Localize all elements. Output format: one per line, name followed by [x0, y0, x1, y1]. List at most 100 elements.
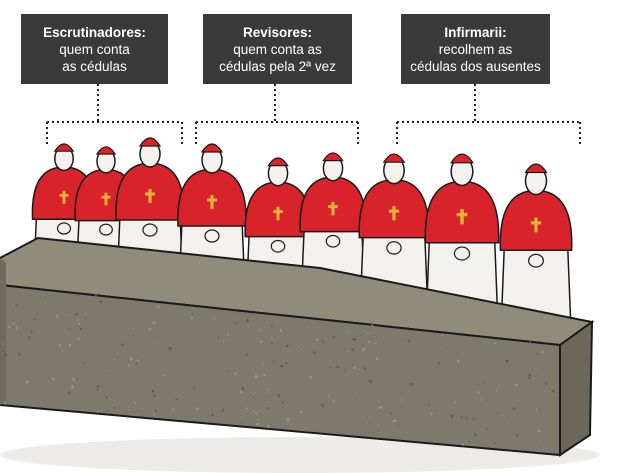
pectoral-cross-icon	[392, 206, 396, 221]
zucchetto-cap	[524, 163, 548, 174]
stone-speckle	[71, 385, 74, 389]
stone-speckle	[52, 377, 55, 381]
stone-speckle	[516, 434, 519, 437]
stone-speckle	[59, 344, 62, 347]
stone-speckle	[496, 412, 498, 414]
stone-speckle	[368, 422, 371, 424]
stone-speckle	[222, 339, 225, 342]
stone-speckle	[465, 417, 468, 420]
label-infirmarii-line1: recolhem as	[438, 41, 513, 57]
stone-speckle	[140, 356, 141, 358]
stone-speckle	[444, 409, 446, 411]
stone-speckle	[190, 316, 193, 319]
stone-speckle	[72, 378, 75, 381]
stone-speckle	[245, 318, 249, 322]
stone-speckle	[286, 418, 290, 422]
stone-speckle	[266, 396, 268, 398]
stone-speckle	[378, 430, 380, 432]
stone-speckle	[239, 390, 243, 393]
stone-speckle	[169, 347, 172, 350]
stone-speckle	[213, 317, 215, 320]
stone-speckle	[129, 357, 133, 361]
stone-speckle	[404, 364, 406, 365]
stone-speckle	[367, 340, 370, 343]
stone-speckle	[42, 315, 43, 317]
stone-speckle	[84, 313, 86, 315]
stone-speckle	[486, 427, 488, 430]
label-escrutinadores: Escrutinadores: quem conta as cédulas	[21, 14, 168, 84]
hands	[270, 239, 286, 253]
stone-speckle	[273, 360, 276, 363]
stone-speckle	[30, 329, 32, 332]
stone-speckle	[13, 326, 15, 328]
stone-speckle	[153, 321, 156, 324]
stone-speckle	[309, 376, 312, 379]
zucchetto-cap	[138, 137, 162, 147]
stone-speckle	[252, 396, 255, 399]
stone-speckle	[83, 362, 86, 364]
stone-speckle	[106, 409, 109, 411]
stone-speckle	[327, 394, 330, 397]
stone-speckle	[139, 388, 141, 390]
stone-speckle	[271, 342, 273, 344]
stone-speckle	[78, 323, 81, 326]
hands	[325, 234, 341, 248]
stone-speckle	[279, 329, 283, 332]
stone-speckle	[480, 399, 483, 401]
stone-speckle	[371, 324, 374, 327]
stone-speckle	[400, 399, 402, 401]
stone-speckle	[266, 425, 270, 428]
zucchetto-cap	[95, 146, 117, 155]
stone-speckle	[393, 328, 395, 330]
stone-speckle	[88, 364, 90, 366]
stone-speckle	[274, 378, 276, 380]
stone-speckle	[512, 407, 515, 410]
stone-speckle	[448, 378, 449, 380]
stone-speckle	[545, 343, 547, 345]
stone-speckle	[537, 429, 541, 433]
stone-speckle	[316, 338, 319, 342]
stone-speckle	[96, 299, 97, 301]
stone-speckle	[202, 335, 204, 337]
stone-speckle	[136, 360, 139, 363]
stone-speckle	[300, 413, 302, 415]
stone-speckle	[134, 402, 137, 405]
stone-speckle	[390, 412, 393, 415]
stone-speckle	[375, 357, 379, 360]
pectoral-cross-icon	[210, 195, 214, 209]
stone-speckle	[234, 372, 237, 375]
zucchetto-cap	[267, 157, 289, 167]
stone-speckle	[259, 340, 263, 344]
stone-speckle	[535, 398, 536, 400]
stone-speckle	[194, 378, 195, 380]
connector-infirmarii	[396, 84, 581, 145]
stone-speckle	[398, 425, 400, 427]
stone-speckle	[44, 302, 46, 304]
stone-speckle	[286, 344, 289, 348]
hands	[99, 223, 113, 236]
table-texture	[2, 293, 555, 453]
stone-speckle	[234, 322, 237, 325]
stone-speckle	[106, 331, 107, 333]
stone-speckle	[10, 315, 11, 316]
stone-speckle	[257, 338, 259, 340]
stone-speckle	[226, 334, 229, 336]
stone-speckle	[38, 331, 40, 333]
label-revisores: Revisores: quem conta as cédulas pela 2ª…	[203, 14, 352, 84]
stone-speckle	[348, 331, 351, 333]
stone-speckle	[148, 327, 151, 330]
stone-speckle	[378, 406, 382, 409]
stone-speckle	[184, 363, 186, 365]
stone-speckle	[494, 442, 496, 445]
stone-speckle	[528, 376, 531, 380]
stone-speckle	[430, 412, 433, 415]
stone-speckle	[336, 365, 339, 369]
stone-speckle	[327, 370, 329, 371]
hands	[56, 222, 72, 235]
hands	[204, 229, 220, 243]
pectoral-cross-icon	[331, 201, 335, 216]
stone-speckle	[468, 440, 471, 443]
stone-speckle	[155, 342, 157, 344]
stone-speckle	[343, 370, 346, 372]
stone-speckle	[322, 340, 325, 343]
